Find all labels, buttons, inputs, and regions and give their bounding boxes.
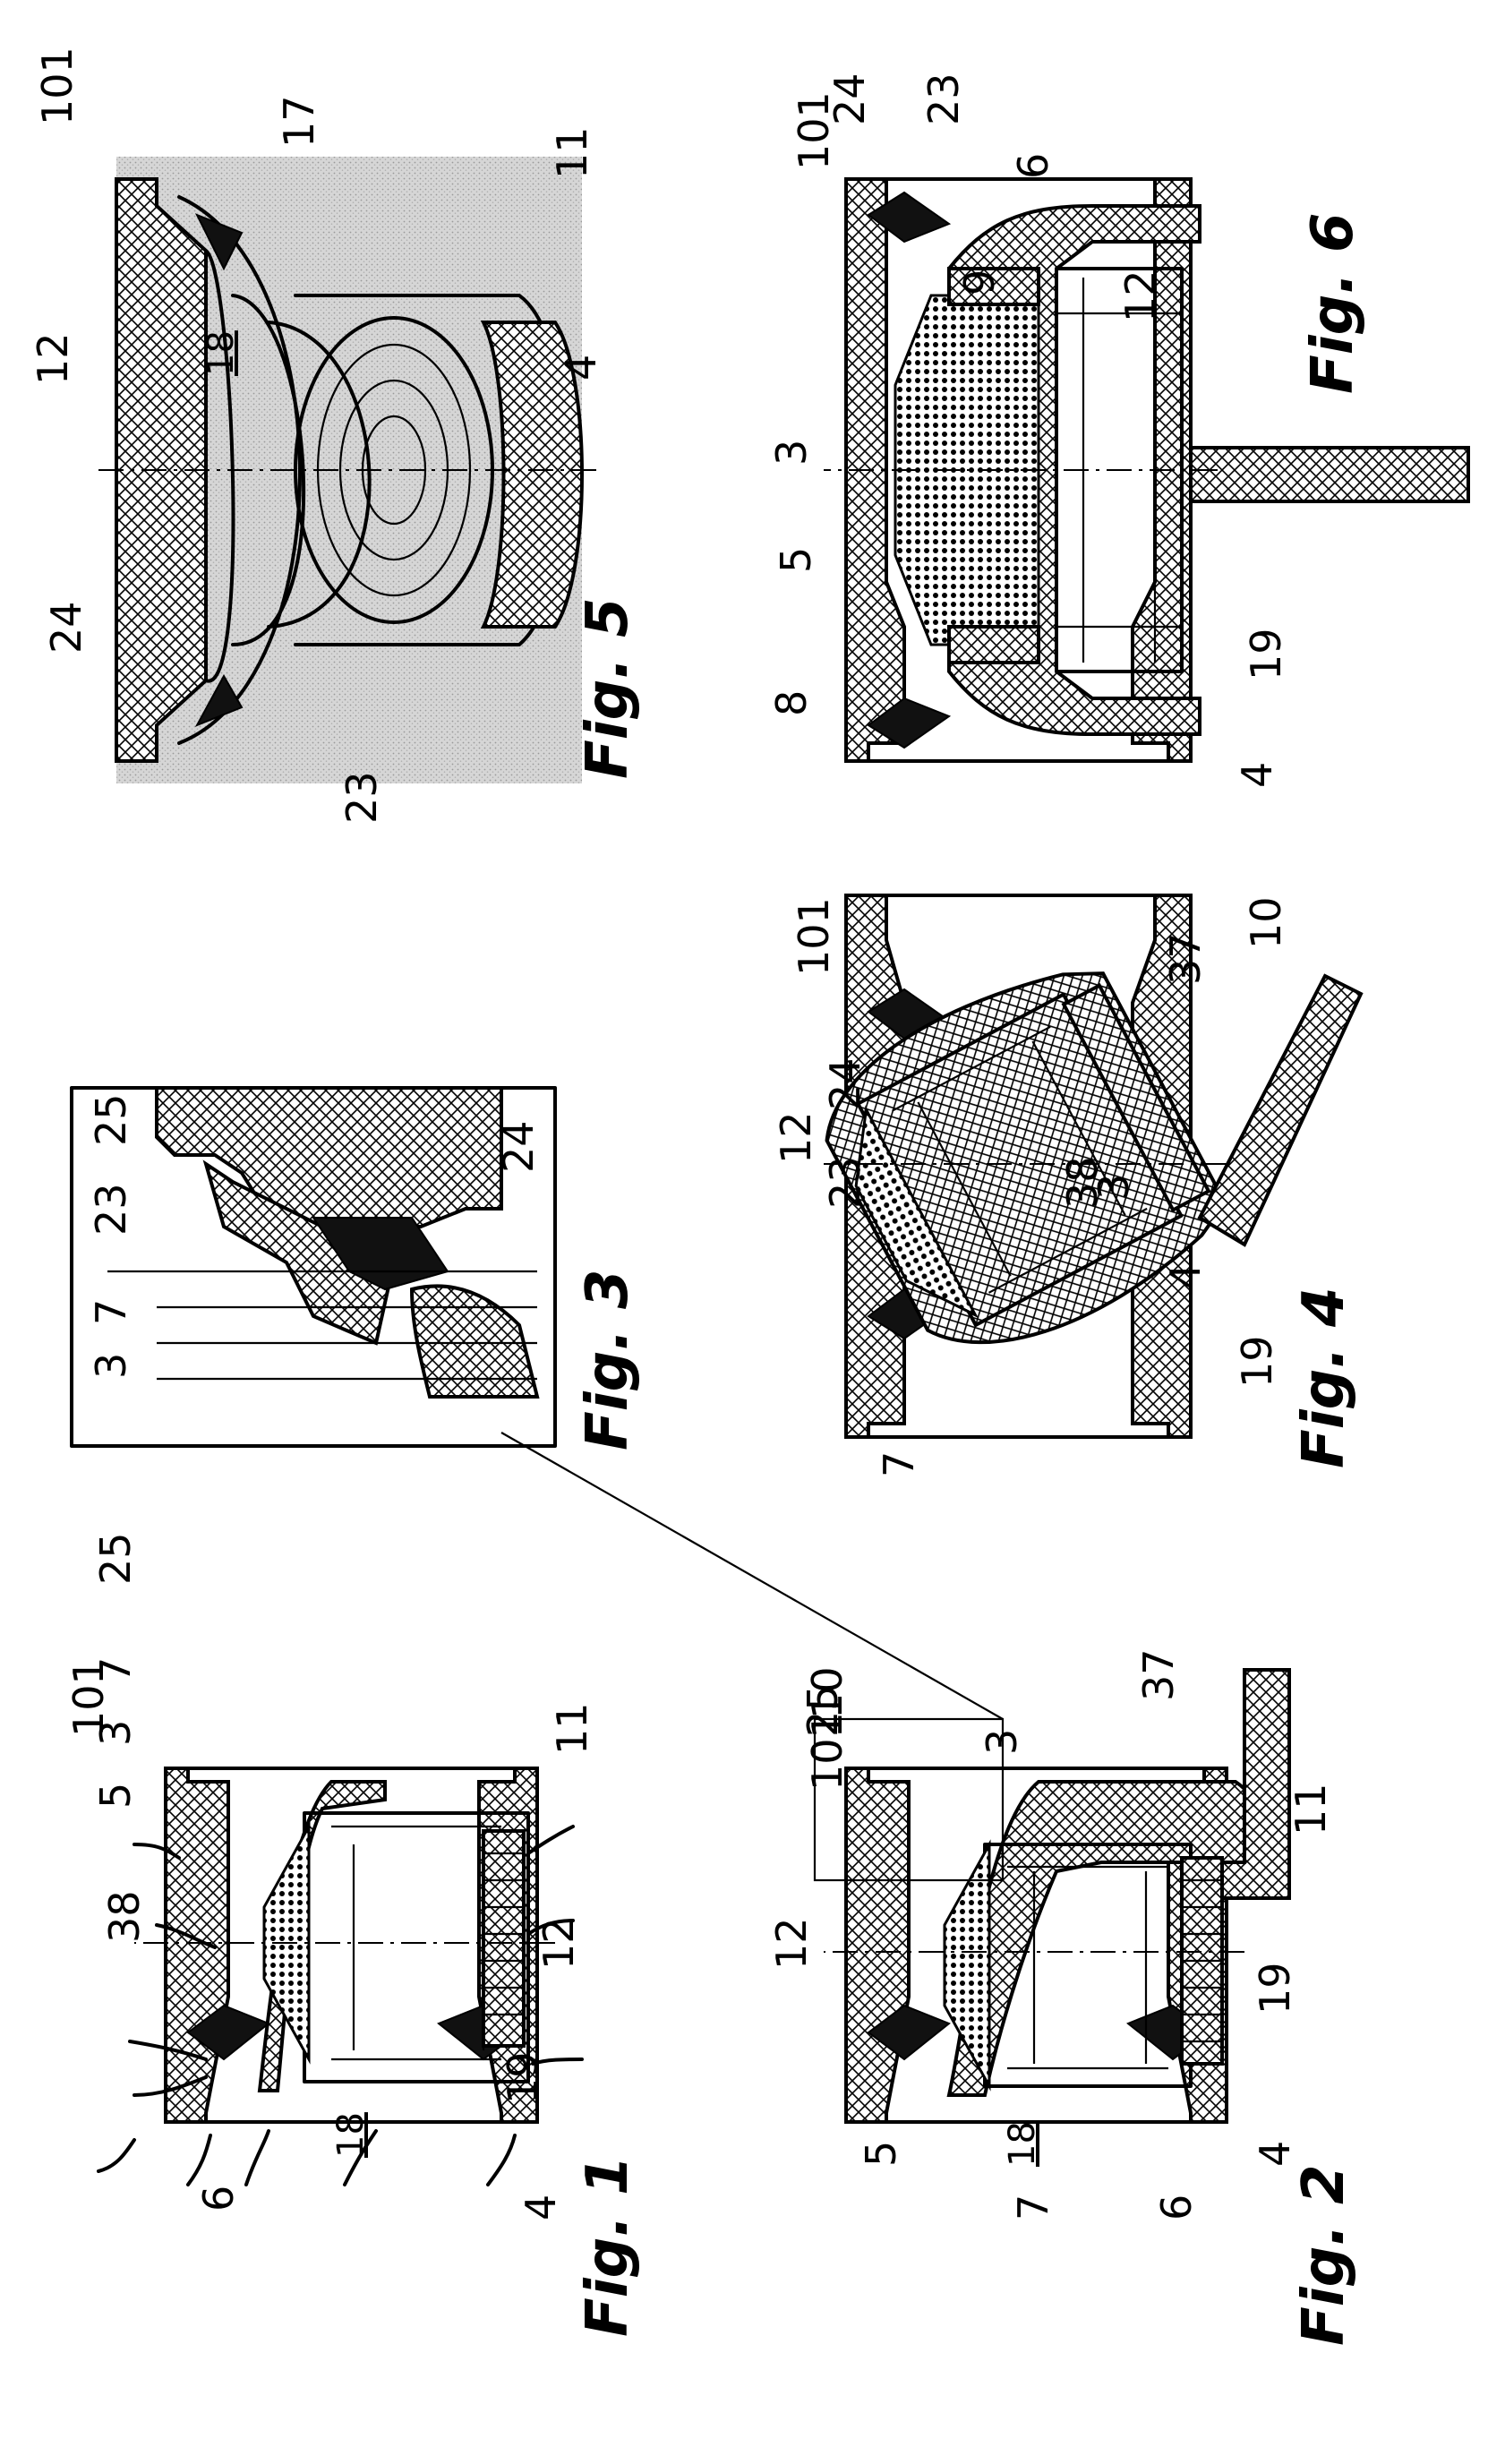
fig5-ref-101: 101 xyxy=(33,47,81,125)
fig6-ref-8: 8 xyxy=(767,690,816,716)
fig2-ref-19: 19 xyxy=(1251,1962,1299,2015)
fig4-ref-101: 101 xyxy=(790,897,838,976)
fig6-ref-4: 4 xyxy=(1233,762,1281,788)
jet-regulator-4 xyxy=(483,1831,524,2046)
fig1-ref-5: 5 xyxy=(91,1783,140,1809)
fig3-ref-3: 3 xyxy=(87,1353,135,1379)
figure-4-caption: Fig. 4 xyxy=(1291,1287,1357,1468)
fig2-ref-3: 3 xyxy=(978,1729,1026,1755)
housing-7 xyxy=(157,1088,501,1227)
fig6-ref-5: 5 xyxy=(772,547,820,573)
fig3-ref-23: 23 xyxy=(87,1183,135,1236)
fig6-ref-24: 24 xyxy=(825,73,874,125)
fig1-ref-25: 25 xyxy=(91,1532,140,1585)
fig1-ref-12: 12 xyxy=(534,1917,583,1970)
fig4-ref-10: 10 xyxy=(1242,896,1290,949)
fig6-ref-3: 3 xyxy=(767,440,816,466)
figure-6 xyxy=(824,179,1468,761)
fig1-ref-18: 18 xyxy=(330,2112,372,2158)
figure-2-caption: Fig. 2 xyxy=(1291,2164,1357,2346)
fig4-ref-19: 19 xyxy=(1233,1335,1281,1388)
fig4-ref-12: 12 xyxy=(772,1111,820,1164)
fig1-ref-6: 6 xyxy=(194,2186,243,2212)
fig1-ref-19: 19 xyxy=(499,2051,547,2104)
fig2-ref-11: 11 xyxy=(1287,1783,1335,1835)
fig6-ref-6: 6 xyxy=(1009,153,1057,179)
fig4-ref-4: 4 xyxy=(1161,1263,1210,1289)
figure-5 xyxy=(98,157,600,783)
fig1-ref-4: 4 xyxy=(517,2194,565,2220)
figure-1-caption: Fig. 1 xyxy=(575,2155,641,2337)
fig1-ref-7: 7 xyxy=(91,1657,140,1683)
fig4-ref-24: 24 xyxy=(821,1057,869,1110)
handle-10 xyxy=(1191,448,1468,501)
fig2-ref-10: 10 xyxy=(803,1666,851,1719)
fig5-ref-4: 4 xyxy=(557,355,605,381)
figure-3-caption: Fig. 3 xyxy=(575,1269,641,1450)
handle-10 xyxy=(1200,976,1361,1245)
fig4-ref-3: 3 xyxy=(1090,1174,1138,1200)
fig5-ref-11: 11 xyxy=(548,126,596,179)
fig2-ref-7: 7 xyxy=(1009,2194,1057,2220)
fig3-ref-24: 24 xyxy=(494,1120,543,1173)
fig6-ref-12: 12 xyxy=(1116,270,1165,322)
figure-6-caption: Fig. 6 xyxy=(1300,212,1366,394)
fig2-ref-37: 37 xyxy=(1134,1648,1183,1701)
fig6-ref-23: 23 xyxy=(919,73,968,125)
fig6-ref-9: 9 xyxy=(955,270,1004,295)
fig2-ref-18: 18 xyxy=(1002,2121,1043,2167)
fig6-ref-19: 19 xyxy=(1242,628,1290,680)
fig4-ref-37: 37 xyxy=(1161,932,1210,985)
housing-7 xyxy=(166,1768,537,2122)
fig2-ref-6: 6 xyxy=(1152,2194,1201,2220)
fig1-ref-3: 3 xyxy=(91,1720,140,1746)
jet-regulator-4 xyxy=(1182,1858,1222,2064)
fig2-ref-12: 12 xyxy=(767,1917,816,1970)
fig5-ref-23: 23 xyxy=(338,771,386,824)
ball-body-3 xyxy=(412,1286,537,1397)
fig1-ref-11: 11 xyxy=(548,1702,596,1755)
fig5-ref-12: 12 xyxy=(29,332,77,385)
fig1-ref-38: 38 xyxy=(100,1890,149,1943)
fig5-ref-17: 17 xyxy=(275,95,323,148)
fig2-ref-4: 4 xyxy=(1251,2141,1299,2167)
fig5-ref-24: 24 xyxy=(42,601,90,654)
figure-5-caption: Fig. 5 xyxy=(575,597,641,779)
figure-3 xyxy=(72,1088,555,1446)
figure-2 xyxy=(501,1433,1289,2122)
fig4-ref-7: 7 xyxy=(875,1451,923,1477)
fig2-ref-5: 5 xyxy=(857,2141,905,2167)
fig4-ref-23: 23 xyxy=(821,1156,869,1209)
fig3-ref-25: 25 xyxy=(87,1093,135,1146)
fig3-ref-7: 7 xyxy=(87,1299,135,1325)
fig5-ref-18: 18 xyxy=(201,330,242,376)
